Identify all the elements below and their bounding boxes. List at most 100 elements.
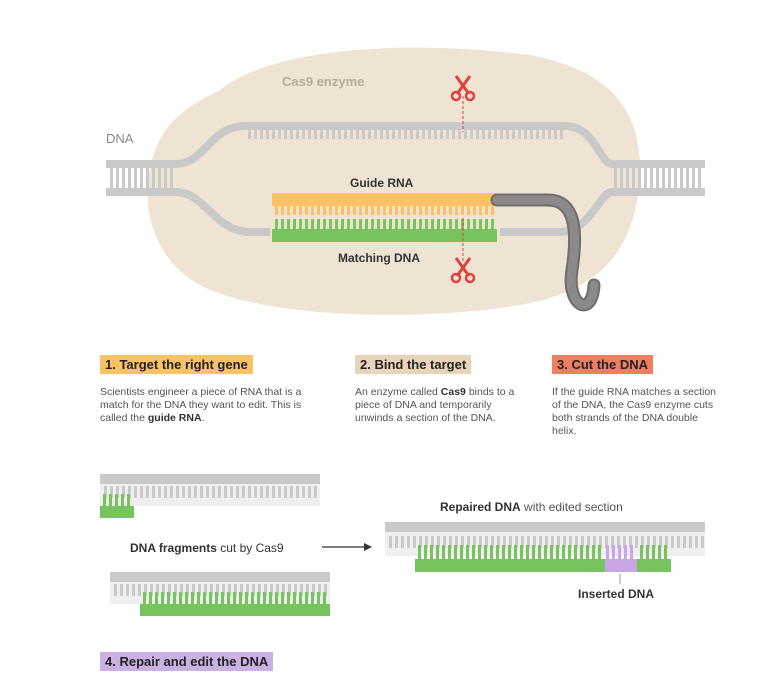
matching-dna-rung: [227, 592, 230, 606]
dna-rung: [116, 168, 119, 188]
matching-dna-rung: [473, 219, 476, 229]
matching-dna-rung: [115, 494, 118, 508]
matching-dna-rung: [437, 219, 440, 229]
guide-rna-rung: [341, 206, 344, 215]
dna-rung: [306, 584, 309, 596]
dna-rung: [533, 536, 536, 548]
dna-rung: [104, 486, 107, 498]
guide-rna-complex: [272, 193, 497, 242]
matching-dna-rung: [389, 219, 392, 229]
dna-rung: [374, 130, 377, 139]
guide-rna-rung: [485, 206, 488, 215]
dna-rung: [512, 130, 515, 139]
dna-rung: [128, 168, 131, 188]
matching-dna-rung: [359, 219, 362, 229]
matching-dna-rung: [442, 545, 445, 559]
matching-dna-rung: [221, 592, 224, 606]
dna-rung: [614, 168, 617, 188]
matching-dna-rung: [365, 219, 368, 229]
matching-dna-strand: [100, 506, 134, 518]
dna-rung: [467, 536, 470, 548]
matching-dna-rung: [418, 545, 421, 559]
dna-rung: [407, 536, 410, 548]
matching-dna-rung: [562, 545, 565, 559]
cas9-enzyme-shape: [147, 47, 641, 315]
dna-rung: [623, 536, 626, 548]
dna-rung: [527, 536, 530, 548]
dna-rung: [356, 130, 359, 139]
matching-dna-rung: [466, 545, 469, 559]
matching-dna-rung: [103, 494, 106, 508]
dna-rung: [515, 536, 518, 548]
dna-rung: [110, 486, 113, 498]
dna-rung: [398, 130, 401, 139]
dna-rung: [200, 486, 203, 498]
dna-rung: [395, 536, 398, 548]
dna-rung: [254, 486, 257, 498]
dna-rung: [422, 130, 425, 139]
matching-dna-rung: [305, 219, 308, 229]
dna-rung: [638, 168, 641, 188]
dna-rung: [521, 536, 524, 548]
guide-rna-rung: [425, 206, 428, 215]
guide-rna-rung: [293, 206, 296, 215]
matching-dna-rung: [293, 219, 296, 229]
matching-dna-rung: [143, 592, 146, 606]
matching-dna-strand: [637, 559, 671, 572]
matching-dna-rung: [215, 592, 218, 606]
dna-rung: [206, 486, 209, 498]
dna-rung: [503, 536, 506, 548]
dna-strand: [106, 188, 178, 196]
guide-rna-rung: [281, 206, 284, 215]
dna-rung: [404, 130, 407, 139]
dna-rung: [452, 130, 455, 139]
dna-rung: [644, 168, 647, 188]
matching-dna-rung: [323, 592, 326, 606]
dna-rung: [344, 130, 347, 139]
matching-dna-rung: [281, 592, 284, 606]
guide-rna-rung: [413, 206, 416, 215]
dna-rung: [455, 536, 458, 548]
dna-fragment-top: [100, 474, 320, 518]
guide-rna-rung: [371, 206, 374, 215]
repaired-dna: [385, 522, 705, 572]
dna-rung: [146, 168, 149, 188]
dna-rung: [218, 486, 221, 498]
matching-dna-rung: [550, 545, 553, 559]
matching-dna-rung: [490, 545, 493, 559]
scissors-icon: [450, 257, 476, 284]
dna-rung: [168, 584, 171, 596]
dna-rung: [132, 584, 135, 596]
dna-rung: [134, 168, 137, 188]
guide-rna-rung: [377, 206, 380, 215]
dna-rung: [350, 130, 353, 139]
step-3: 3. Cut the DNA If the guide RNA matches …: [552, 355, 722, 438]
matching-dna-rung: [467, 219, 470, 229]
step-1-text: Scientists engineer a piece of RNA that …: [100, 386, 302, 424]
dna-rung: [686, 168, 689, 188]
dna-rung: [674, 168, 677, 188]
dna-rung: [410, 130, 413, 139]
matching-dna-rung: [371, 219, 374, 229]
matching-dna-rung: [377, 219, 380, 229]
dna-rung: [641, 536, 644, 548]
dna-rung: [611, 536, 614, 548]
dna-rung: [443, 536, 446, 548]
guide-rna-rung: [365, 206, 368, 215]
dna-rung: [116, 486, 119, 498]
dna-rung: [242, 486, 245, 498]
dna-rung: [677, 536, 680, 548]
step-3-text: If the guide RNA matches a section of th…: [552, 386, 717, 437]
dna-rung: [158, 486, 161, 498]
dna-rung: [110, 168, 113, 188]
dna-rung: [434, 130, 437, 139]
dna-rung: [380, 130, 383, 139]
inserted-dna-rung: [630, 545, 633, 559]
dna-rung: [698, 168, 701, 188]
matching-dna-rung: [257, 592, 260, 606]
dna-rung: [593, 536, 596, 548]
dna-rung: [180, 584, 183, 596]
guide-rna-rung: [431, 206, 434, 215]
matching-dna-rung: [161, 592, 164, 606]
